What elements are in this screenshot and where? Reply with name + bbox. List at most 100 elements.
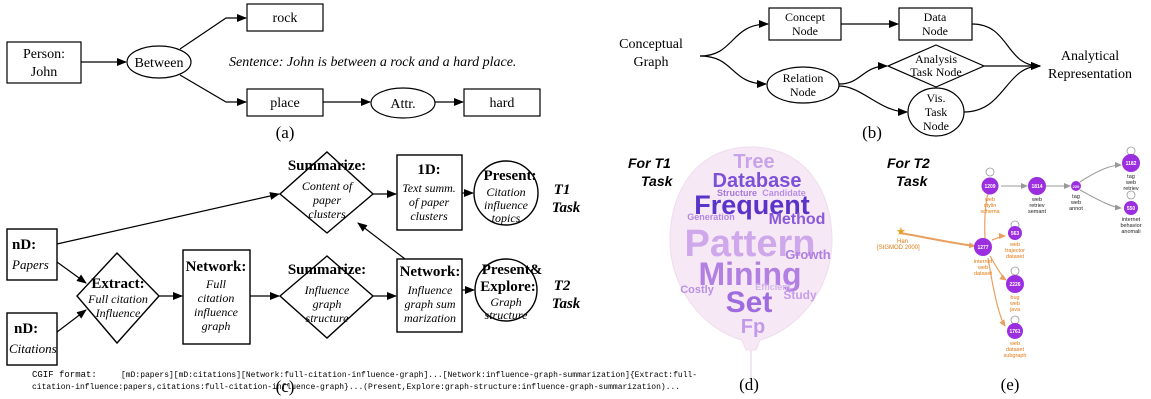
extract-sub2: Influence bbox=[95, 306, 141, 320]
t2-label-line1: T2 bbox=[554, 278, 571, 294]
edge-relation-vis bbox=[838, 85, 908, 116]
panel-e: For T2 Task ★ Han [SIGMOD 2000] 1209 web… bbox=[877, 146, 1142, 394]
e-edge-1277-563 bbox=[991, 233, 1006, 241]
sentence-text: Sentence: John is between a rock and a h… bbox=[229, 55, 516, 70]
e-task-label-line2: Task bbox=[896, 173, 929, 189]
edge-between-place bbox=[179, 74, 247, 106]
present-circle bbox=[473, 160, 539, 226]
conceptual-graph-line1: Conceptual bbox=[619, 37, 683, 52]
e-node-1277 bbox=[974, 238, 992, 256]
e-loop-2226 bbox=[1010, 266, 1020, 276]
nd-papers-box bbox=[6, 228, 58, 281]
network-full-sub1: Full bbox=[205, 277, 227, 291]
cgif-line2: citation-influence:papers,citations:full… bbox=[32, 383, 680, 392]
panel-b-caption: (b) bbox=[862, 123, 882, 142]
edge-papers-extract bbox=[56, 261, 87, 284]
edge-vis-ar bbox=[963, 62, 1041, 113]
panel-d: For T1 Task Tree Database Structure Cand… bbox=[628, 146, 833, 394]
e-node-2226 bbox=[1006, 275, 1024, 293]
e-loop-1209 bbox=[985, 167, 995, 177]
e-node-550 bbox=[1124, 201, 1138, 215]
vis-task-line2: Task bbox=[925, 105, 948, 119]
edge-between-rock bbox=[179, 14, 247, 50]
d-task-label-line1: For T1 bbox=[628, 155, 671, 171]
network-sum-box bbox=[396, 258, 463, 333]
network-full-sub3: influence bbox=[194, 305, 239, 319]
extract-sub1: Full citation bbox=[87, 292, 148, 306]
relation-node-line2: Node bbox=[790, 85, 816, 99]
e-node-550-l2: behavior bbox=[1120, 223, 1141, 229]
e-task-label-line1: For T2 bbox=[887, 155, 930, 171]
conceptual-graph-line2: Graph bbox=[634, 55, 669, 70]
cgif-line1: [mD:papers][mD:citations][Network:full-c… bbox=[121, 371, 697, 380]
summarize-top-title: Summarize: bbox=[288, 158, 366, 174]
panel-b: Conceptual Graph Concept Node Data Node … bbox=[619, 7, 1132, 142]
e-edge-1277-2226 bbox=[989, 255, 1007, 281]
network-full-sub2: citation bbox=[198, 291, 235, 305]
e-edge-220-550 bbox=[1079, 189, 1122, 211]
word-candidate: Candidate bbox=[762, 188, 806, 198]
word-growth: Growth bbox=[785, 247, 831, 262]
e-loop-1761 bbox=[1010, 315, 1020, 325]
network-full-box bbox=[182, 249, 251, 345]
relation-node-ellipse bbox=[766, 66, 840, 104]
e-node-1761-id: 1761 bbox=[1009, 329, 1020, 335]
e-node-220-l3: annot bbox=[1069, 206, 1083, 212]
network-full-sub4: graph bbox=[202, 319, 231, 333]
analysis-task-line2: Task Node bbox=[910, 65, 961, 79]
word-structure: Structure bbox=[717, 188, 757, 198]
edge-citations-extract bbox=[56, 309, 87, 333]
summarize-top-sub3: clusters bbox=[308, 207, 346, 221]
e-node-1209 bbox=[981, 177, 999, 195]
extract-title: Extract: bbox=[91, 276, 144, 292]
e-node-1182 bbox=[1122, 154, 1140, 172]
data-node-line2: Node bbox=[922, 24, 948, 38]
summarize-bottom-sub1: Influence bbox=[304, 283, 350, 297]
panel-a-caption: (a) bbox=[276, 123, 295, 142]
extract-diamond bbox=[76, 251, 160, 345]
attr-label: Attr. bbox=[390, 97, 415, 112]
e-node-1761-l1: web bbox=[1009, 341, 1020, 347]
oned-sub3: clusters bbox=[410, 209, 448, 223]
data-node-box bbox=[898, 7, 973, 41]
rock-box bbox=[246, 3, 324, 32]
e-node-1209-l1: web bbox=[984, 197, 995, 203]
analytical-repr-line2: Representation bbox=[1048, 67, 1132, 82]
edge-relation-analysis bbox=[838, 62, 888, 85]
network-sum-title: Network: bbox=[400, 264, 461, 280]
person-label-line2: John bbox=[31, 65, 57, 80]
e-node-1761 bbox=[1007, 323, 1023, 339]
word-tree: Tree bbox=[733, 151, 774, 173]
concept-node-line2: Node bbox=[792, 24, 818, 38]
e-node-1277-l1: internet bbox=[974, 259, 993, 265]
e-node-1277-l3: dataset bbox=[974, 271, 993, 277]
rock-label: rock bbox=[273, 11, 298, 26]
word-frequent: Frequent bbox=[694, 190, 810, 220]
panel-c: nD: Papers nD: Citations Extract: Full c… bbox=[6, 151, 697, 396]
e-node-1814-l1: web bbox=[1031, 197, 1042, 203]
present-explore-title2: Explore: bbox=[480, 279, 536, 295]
present-explore-sub2: structure bbox=[485, 308, 529, 322]
present-sub2: influence bbox=[484, 198, 529, 212]
panel-d-caption: (d) bbox=[739, 375, 759, 394]
concept-node-box bbox=[768, 7, 842, 41]
panel-e-caption: (e) bbox=[1001, 375, 1020, 394]
e-node-1277-l2: web bbox=[977, 265, 988, 271]
e-node-1182-id: 1182 bbox=[1126, 161, 1137, 167]
e-node-220-id: 220 bbox=[1073, 184, 1080, 189]
vis-task-line3: Node bbox=[923, 119, 949, 133]
word-generation: Generation bbox=[687, 212, 735, 222]
cgif-label: CGIF format: bbox=[32, 370, 97, 380]
summarize-top-sub2: paper bbox=[312, 193, 341, 207]
e-node-220-l1: tag bbox=[1072, 194, 1080, 200]
word-mining: Mining bbox=[698, 256, 801, 292]
person-label-line1: Person: bbox=[23, 47, 65, 62]
network-full-title: Network: bbox=[186, 259, 247, 275]
e-node-563 bbox=[1008, 226, 1022, 240]
relation-node-line1: Relation bbox=[783, 71, 824, 85]
analysis-task-node-diamond bbox=[886, 44, 986, 88]
word-efficient: Efficient bbox=[755, 282, 791, 292]
e-node-1182-l2: web bbox=[1125, 180, 1136, 186]
between-label: Between bbox=[135, 56, 184, 71]
e-node-1209-l2: stylin bbox=[984, 203, 997, 209]
